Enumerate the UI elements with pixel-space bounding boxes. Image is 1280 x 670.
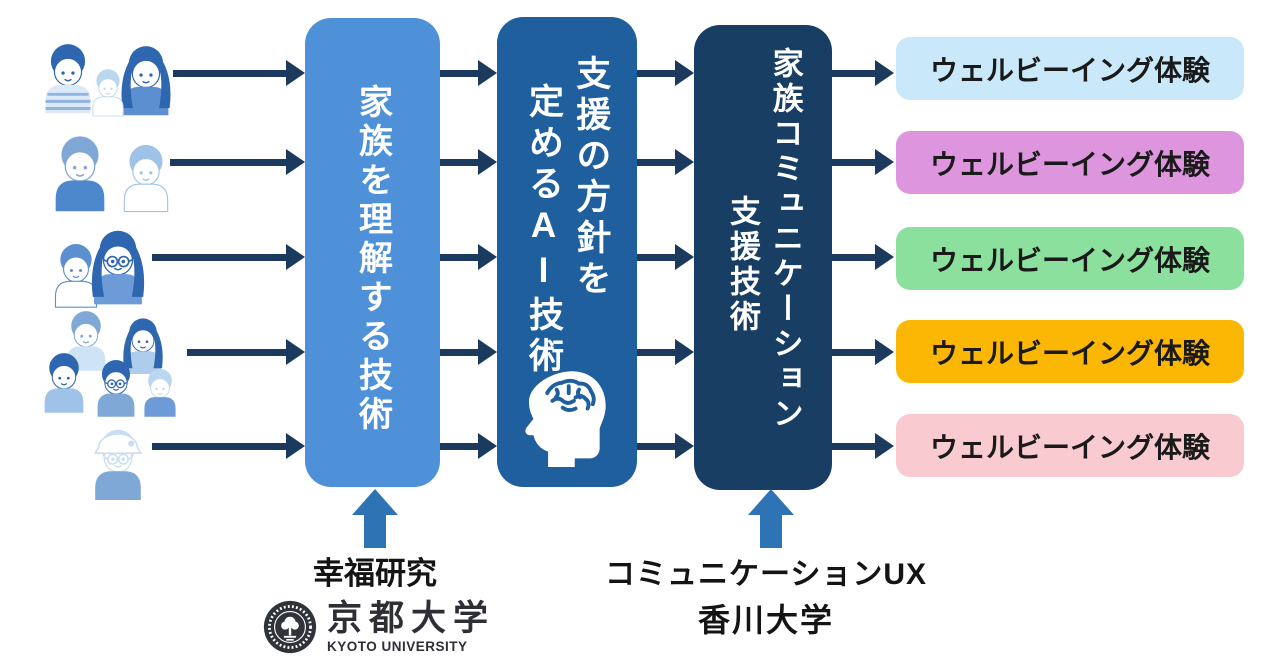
- brain-head-icon: [525, 371, 606, 467]
- input-arrow-communication-ux: [748, 489, 794, 548]
- flow-arrow: [440, 244, 497, 270]
- flow-arrow: [173, 60, 305, 86]
- person-icon: [97, 360, 135, 417]
- output-box-wellbeing-3: ウェルビーイング体験: [896, 227, 1244, 290]
- flow-arrow: [637, 244, 694, 270]
- flow-arrow: [187, 339, 305, 365]
- person-icon: [123, 144, 169, 213]
- stage-box-ai-support-policy: 支援の方針を 定めるAI技術: [497, 17, 637, 487]
- flow-arrow: [152, 244, 305, 270]
- person-icon: [44, 353, 84, 413]
- output-box-wellbeing-5: ウェルビーイング体験: [896, 414, 1244, 477]
- flow-arrow: [832, 433, 894, 459]
- input-arrow-happiness-research: [352, 489, 398, 548]
- flow-arrow: [637, 149, 694, 175]
- output-label: ウェルビーイング体験: [929, 244, 1210, 276]
- kagawa-university-label: 香川大学: [697, 602, 834, 638]
- output-box-wellbeing-2: ウェルビーイング体験: [896, 131, 1244, 194]
- output-box-wellbeing-4: ウェルビーイング体験: [896, 320, 1244, 383]
- communication-ux-label: コミュニケーションUX: [604, 558, 928, 591]
- stage2-label-col2: 定めるAI技術: [524, 83, 563, 378]
- flow-arrow: [637, 339, 694, 365]
- stage-box-family-understanding: 家族を理解する技術: [305, 18, 440, 487]
- person-icon: [91, 230, 145, 305]
- output-label: ウェルビーイング体験: [929, 148, 1210, 180]
- person-icon: [54, 244, 98, 308]
- family-group-4: [44, 311, 176, 417]
- person-icon: [121, 46, 171, 116]
- flow-arrow: [637, 60, 694, 86]
- kyoto-university-seal-icon: [263, 600, 317, 654]
- stage-box-family-communication-support: 家族コミュニケーション 支援技術: [694, 25, 832, 490]
- family-group-1: [45, 44, 171, 117]
- person-icon: [92, 69, 124, 117]
- kyoto-university-wordmark: 京都大学 KYOTO UNIVERSITY: [327, 601, 495, 654]
- output-label: ウェルビーイング体験: [929, 54, 1210, 86]
- flow-arrow: [832, 339, 894, 365]
- person-icon: [45, 44, 91, 114]
- flow-arrow: [152, 433, 305, 459]
- family-group-3: [54, 230, 145, 308]
- flow-arrow: [832, 60, 894, 86]
- output-label: ウェルビーイング体験: [929, 431, 1210, 463]
- flow-arrow: [832, 149, 894, 175]
- flow-arrow: [170, 149, 305, 175]
- kyoto-university-en: KYOTO UNIVERSITY: [327, 638, 468, 654]
- flow-arrow: [637, 433, 694, 459]
- person-icon: [55, 136, 105, 212]
- flow-arrow: [440, 433, 497, 459]
- person-icon: [66, 311, 106, 371]
- output-label: ウェルビーイング体験: [929, 337, 1210, 369]
- stage1-label: 家族を理解する技術: [353, 84, 392, 435]
- person-icon: [123, 318, 163, 374]
- family-group-2: [55, 136, 169, 213]
- person-icon: [144, 368, 176, 417]
- stage2-label-col1: 支援の方針を: [571, 55, 611, 301]
- happiness-research-label: 幸福研究: [313, 556, 437, 591]
- output-box-wellbeing-1: ウェルビーイング体験: [896, 37, 1244, 100]
- flow-arrow: [440, 60, 497, 86]
- family-group-5: [93, 429, 143, 500]
- kyoto-university-logo: 京都大学 KYOTO UNIVERSITY: [262, 599, 495, 655]
- stage3-label-col1: 家族コミュニケーション: [767, 47, 803, 432]
- flow-arrow: [440, 339, 497, 365]
- flow-arrow: [440, 149, 497, 175]
- person-icon: [93, 429, 143, 500]
- kyoto-university-jp: 京都大学: [327, 598, 496, 638]
- flow-arrow: [832, 244, 894, 270]
- stage3-label-col2: 支援技術: [725, 195, 760, 335]
